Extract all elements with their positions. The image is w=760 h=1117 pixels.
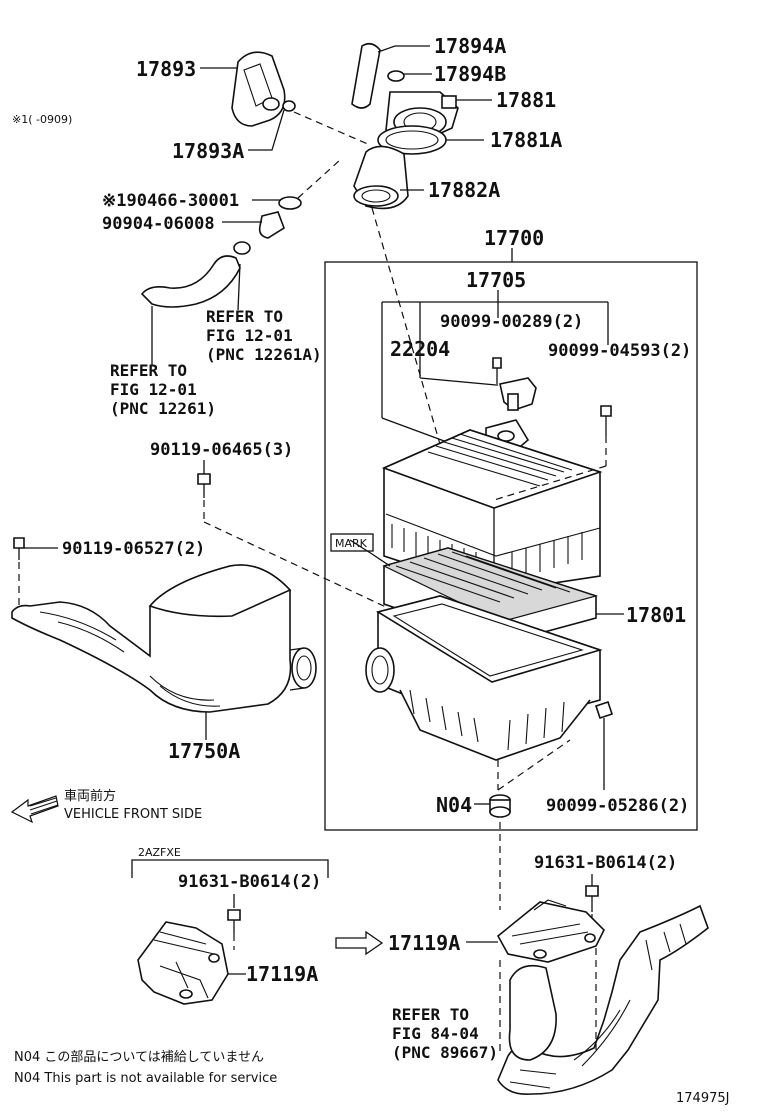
- label-17893: 17893: [136, 57, 196, 81]
- note-range: ※1( -0909): [12, 113, 72, 126]
- footnote-en: N04 This part is not available for servi…: [14, 1071, 277, 1086]
- ref-fig-12-01-a-line1: REFER TO: [206, 307, 283, 326]
- sensor-22204: [499, 377, 537, 411]
- hose-17882a: [353, 145, 409, 210]
- label-90099-05286: 90099-05286(2): [546, 796, 689, 816]
- pointing-arrow-icon: [335, 930, 384, 956]
- label-17750a: 17750A: [168, 739, 240, 763]
- hose-bent: [140, 255, 241, 308]
- union-90904: [258, 211, 285, 239]
- clamp-190466: [278, 196, 302, 210]
- label-90119-06465: 90119-06465(3): [150, 440, 293, 460]
- label-17705: 17705: [466, 268, 526, 292]
- ref-fig-12-01-b-line1: REFER TO: [110, 361, 187, 380]
- intake-duct-17750a: [11, 564, 317, 713]
- bolt-90119-06465: [197, 473, 211, 498]
- engine-undercover: [497, 904, 709, 1096]
- resonator-17893: [231, 51, 286, 127]
- label-90099-04593: 90099-04593(2): [548, 341, 691, 361]
- label-17119a-left: 17119A: [246, 962, 318, 986]
- footnote-jp: N04 この部品については補給していません: [14, 1050, 264, 1065]
- bolt-90099-04593: [600, 405, 612, 436]
- bracket-17119a-right: [496, 899, 605, 963]
- label-17801: 17801: [626, 603, 686, 627]
- ref-fig-12-01-b-line2: FIG 12-01: [110, 380, 197, 399]
- bolt-90099-00289: [492, 357, 502, 386]
- ref-fig-12-01-a-line3: (PNC 12261A): [206, 345, 322, 364]
- label-17893a: 17893A: [172, 139, 244, 163]
- label-17894a: 17894A: [434, 34, 506, 58]
- mark-box: [330, 533, 374, 552]
- nut-90099-05286: [594, 700, 614, 720]
- bolt-90119-06527: [13, 537, 25, 560]
- label-90119-06527: 90119-06527(2): [62, 539, 205, 559]
- label-17700: 17700: [484, 226, 544, 250]
- label-90904-06008: 90904-06008: [102, 214, 215, 234]
- ring-17894b: [387, 70, 405, 82]
- label-190466-30001: ※190466-30001: [102, 191, 239, 211]
- mark-label: MARK: [335, 537, 368, 550]
- ref-fig-12-01-a-line2: FIG 12-01: [206, 326, 293, 345]
- diagram-id: 174975J: [676, 1091, 729, 1106]
- label-17881a: 17881A: [490, 128, 562, 152]
- bolt-91631-right: [585, 885, 599, 912]
- label-2azfxe: 2AZFXE: [138, 846, 181, 859]
- label-17894b: 17894B: [434, 62, 506, 86]
- direction-en: VEHICLE FRONT SIDE: [64, 807, 202, 822]
- ref-fig-84-04-line2: FIG 84-04: [392, 1024, 479, 1043]
- label-91631-b0614-right: 91631-B0614(2): [534, 853, 677, 873]
- air-cleaner-case: [365, 595, 603, 761]
- vehicle-front-arrow-icon: [10, 795, 59, 824]
- label-91631-b0614-left: 91631-B0614(2): [178, 872, 321, 892]
- grommet-n04: [489, 794, 511, 818]
- ref-fig-12-01-b-line3: (PNC 12261): [110, 399, 216, 418]
- inset-bracket-2azfxe: [131, 859, 329, 878]
- label-90099-00289: 90099-00289(2): [440, 312, 583, 332]
- assembly-box-17700: [324, 261, 698, 831]
- ref-fig-84-04-line1: REFER TO: [392, 1005, 469, 1024]
- label-17882a: 17882A: [428, 178, 500, 202]
- clamp-17893a: [282, 100, 296, 112]
- ref-fig-84-04-line3: (PNC 89667): [392, 1043, 498, 1062]
- label-22204: 22204: [390, 337, 450, 361]
- label-n04: N04: [436, 793, 472, 817]
- gasket-17894a: [351, 42, 381, 109]
- clamp-hose: [233, 241, 251, 255]
- bracket-17119a-left: [137, 921, 229, 1005]
- direction-jp: 車両前方: [64, 788, 116, 804]
- label-17119a-right: 17119A: [388, 931, 460, 955]
- label-17881: 17881: [496, 88, 556, 112]
- bolt-91631-left: [227, 909, 241, 934]
